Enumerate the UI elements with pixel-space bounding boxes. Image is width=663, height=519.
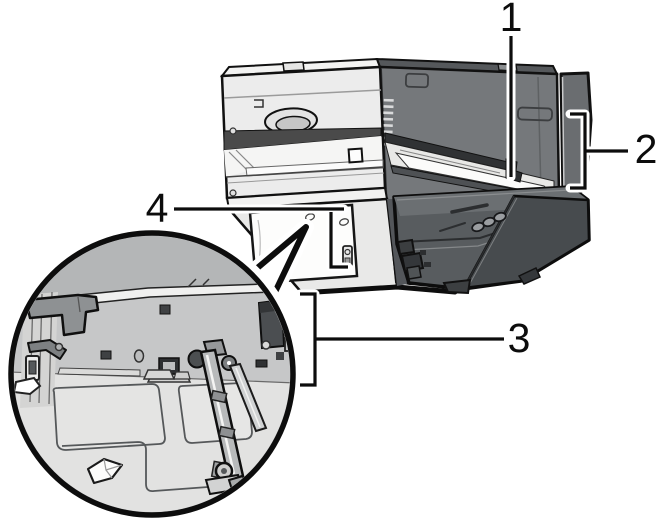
tray-foot	[442, 278, 472, 295]
release-button	[347, 147, 364, 164]
latch-glyph	[254, 99, 264, 108]
left-frame	[14, 291, 100, 408]
callout-3: 3	[295, 289, 531, 390]
tray-grip-bumps	[471, 211, 507, 233]
callout-2-label: 2	[635, 126, 658, 172]
bypass-tray	[386, 185, 591, 295]
feed-unit-latch	[342, 245, 353, 267]
callout-1: 1	[500, 0, 523, 182]
panel-handle-indent	[404, 72, 429, 89]
release-lever	[24, 293, 100, 337]
panel-indent-right	[517, 106, 553, 122]
callout-1-label: 1	[500, 0, 523, 40]
callout-4-label: 4	[146, 185, 169, 231]
bypass-feed-opening	[384, 132, 558, 204]
machine-front-face	[220, 65, 387, 200]
callout-2: 2	[565, 109, 658, 193]
machine-top-face	[219, 57, 559, 78]
tray-top-band	[394, 187, 588, 216]
shelf-edge	[14, 282, 290, 314]
magnified-detail	[1, 223, 303, 519]
callout-3-label: 3	[508, 315, 531, 361]
corner-block	[86, 457, 124, 485]
flap-tab	[517, 266, 541, 285]
callout-4: 4	[146, 185, 353, 272]
inner-tray-edge	[245, 159, 384, 177]
top-notch	[282, 61, 305, 72]
tray-hinge-clips	[396, 238, 431, 280]
